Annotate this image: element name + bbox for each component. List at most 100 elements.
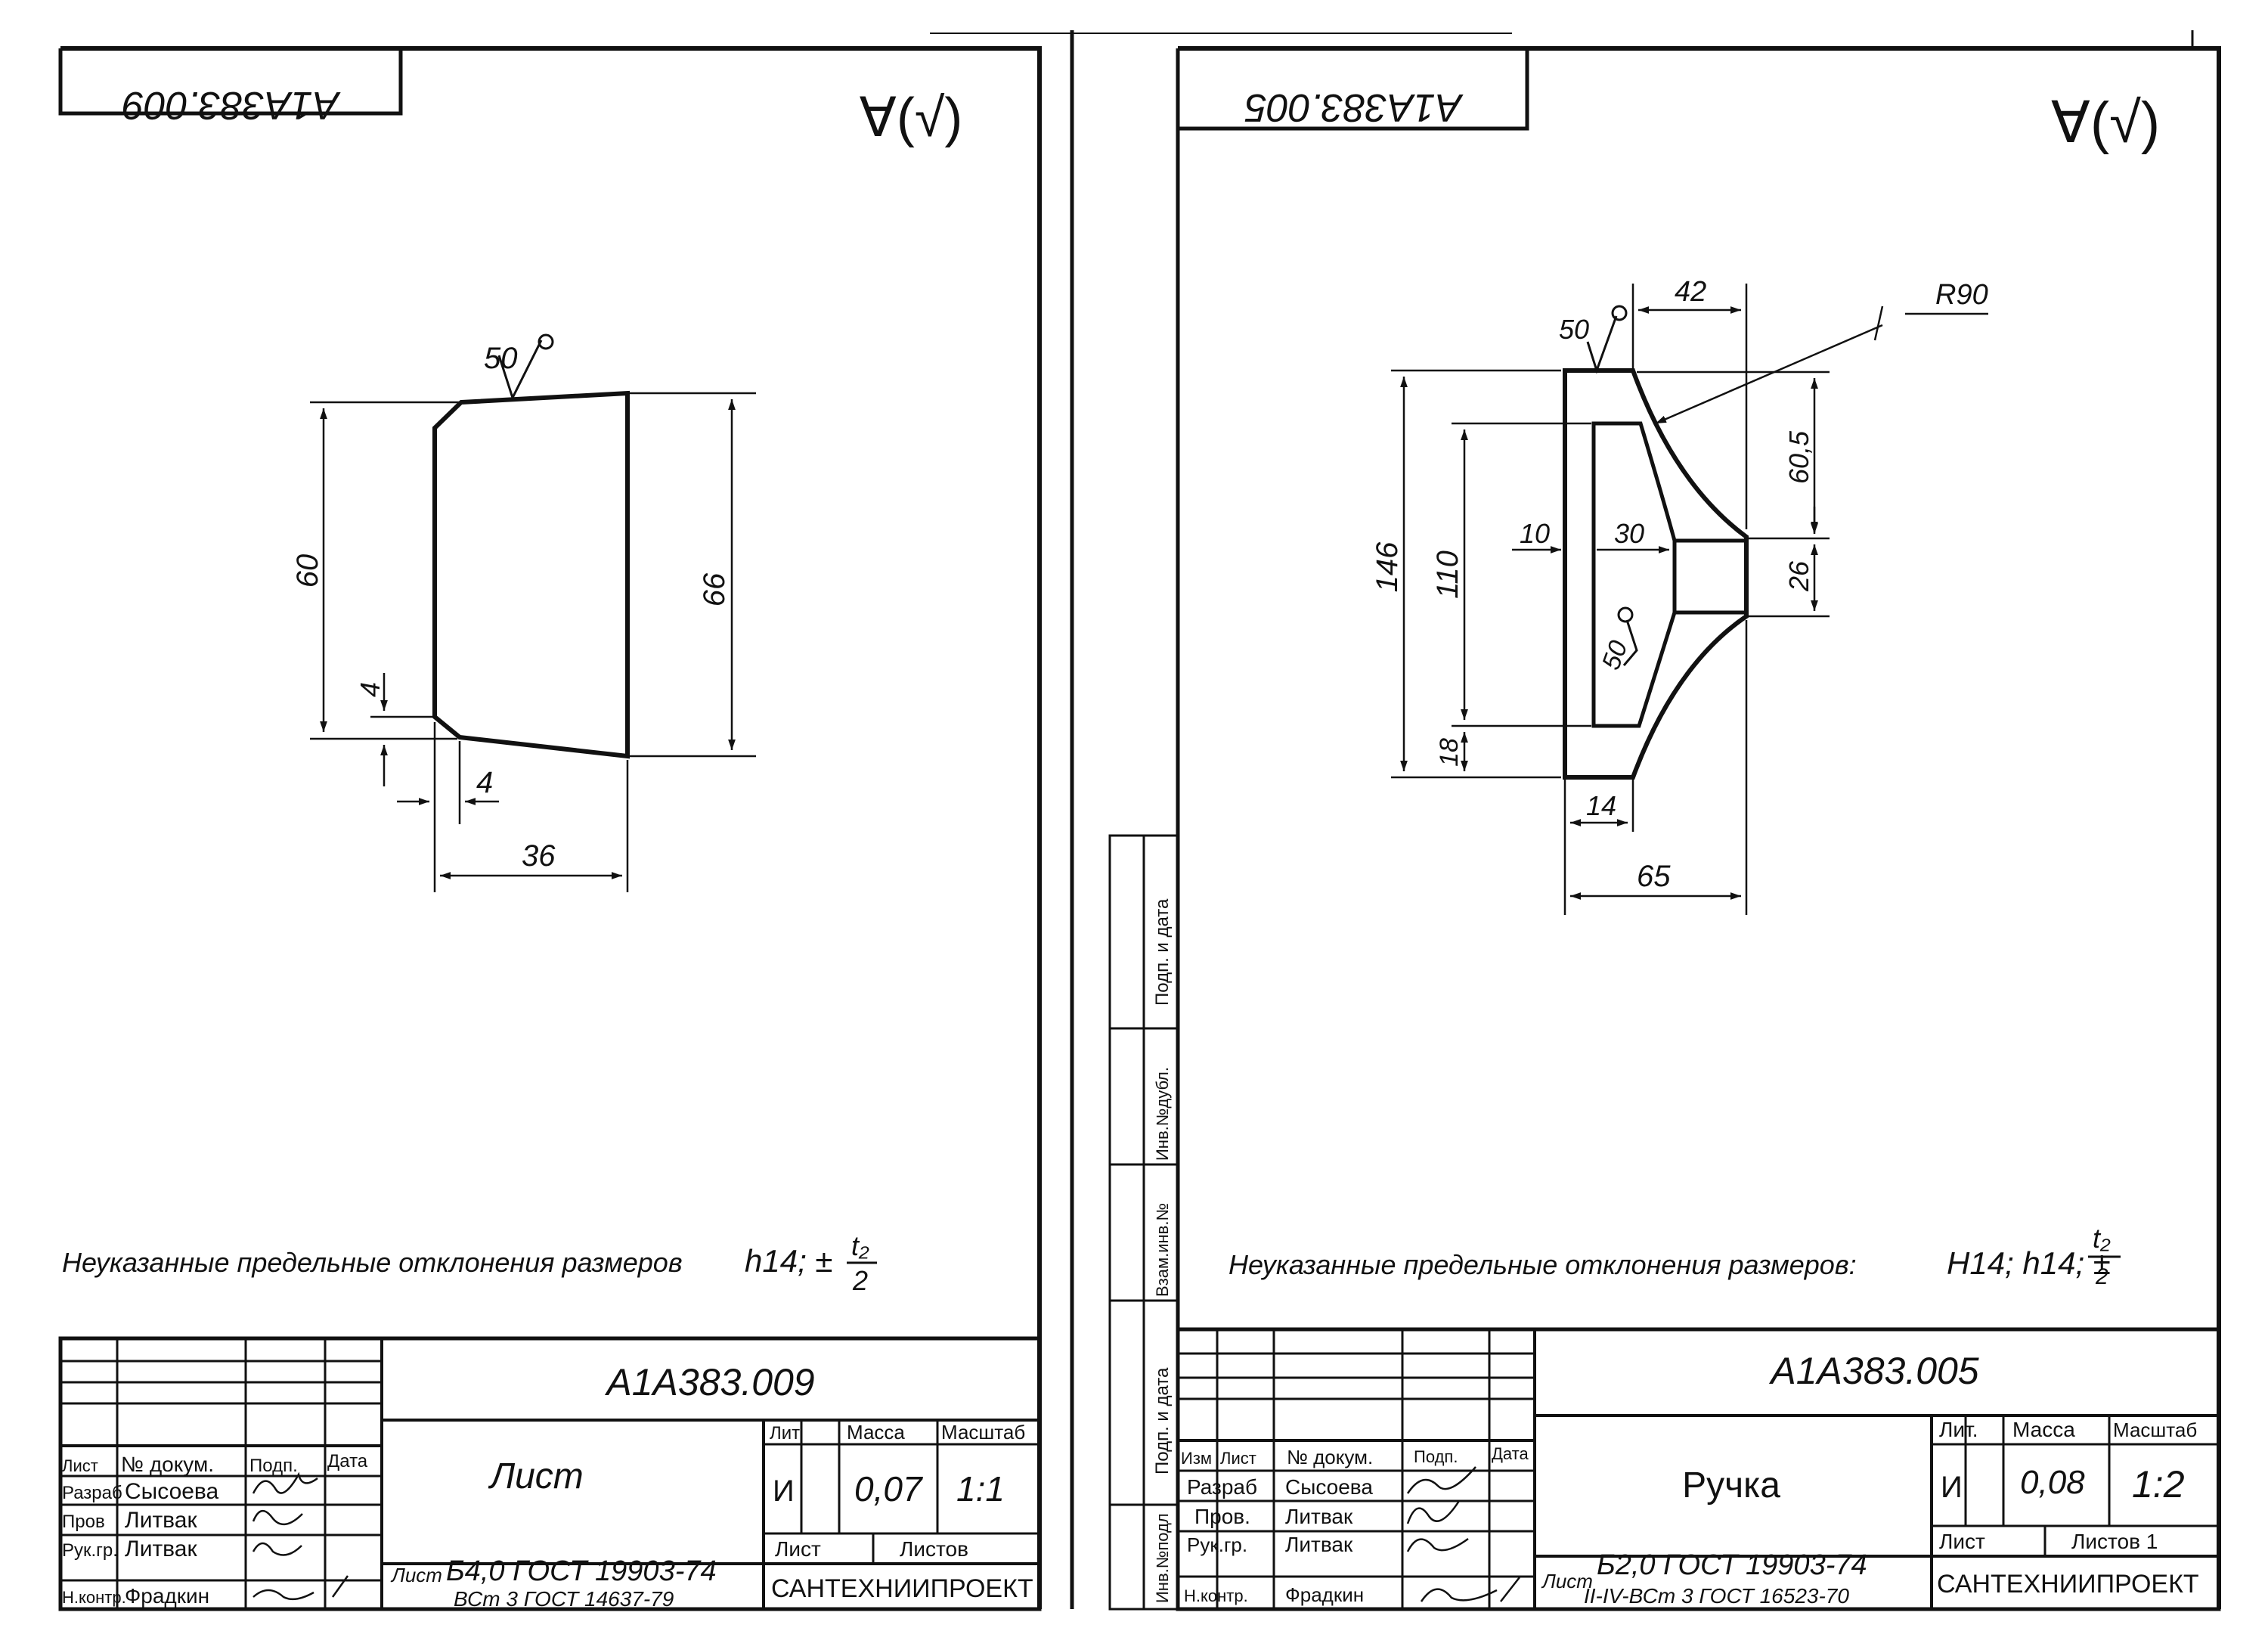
svg-text:Неуказанные предельные отклоне: Неуказанные предельные отклонения размер…: [1228, 1249, 1857, 1280]
svg-text:50: 50: [484, 342, 518, 375]
left-scale: 1:1: [956, 1469, 1005, 1509]
svg-text:Подп. и дата: Подп. и дата: [1152, 1367, 1173, 1475]
svg-text:Дата: Дата: [327, 1451, 368, 1471]
left-roughness-symbol: ∀(√): [860, 88, 963, 148]
right-scale: 1:2: [2132, 1463, 2185, 1506]
right-dim-42: 42: [1631, 276, 1748, 529]
svg-text:60: 60: [291, 554, 324, 588]
svg-text:II-IV-ВСт 3 ГОСТ 16523-70: II-IV-ВСт 3 ГОСТ 16523-70: [1584, 1584, 1849, 1608]
svg-text:Лит.: Лит.: [1939, 1418, 1978, 1441]
svg-text:Пров: Пров: [62, 1512, 105, 1532]
svg-text:Литвак: Литвак: [125, 1508, 197, 1533]
right-dim-18: 18: [1435, 732, 1468, 771]
svg-text:H14; h14; ±: H14; h14; ±: [1947, 1245, 2111, 1281]
right-part-outline: [1563, 368, 1749, 780]
svg-text:Лит: Лит: [770, 1423, 800, 1443]
svg-text:4: 4: [355, 682, 386, 697]
right-doc-number: A1A383.005: [1768, 1350, 1978, 1392]
right-side-strip: Инв.№подл Подп. и дата Взам.инв.№ Инв.№д…: [1108, 834, 1179, 1611]
svg-text:Изм: Изм: [1181, 1449, 1212, 1468]
left-stamp-box: [58, 48, 403, 116]
svg-text:30: 30: [1614, 518, 1644, 549]
svg-text:И: И: [1941, 1471, 1963, 1504]
left-sheet: A1A383.009 ∀(√) 50 60 66: [58, 46, 1042, 1611]
svg-text:Литвак: Литвак: [1285, 1533, 1353, 1556]
svg-text:Лист: Лист: [1939, 1530, 1985, 1553]
svg-text:Лист: Лист: [1541, 1570, 1593, 1592]
left-organization: САНТЕХНИИПРОЕКТ: [771, 1574, 1033, 1603]
right-roughness-mark-inner: 50: [1597, 606, 1638, 674]
svg-text:Н.контр.: Н.контр.: [1184, 1586, 1248, 1605]
left-part-name: Лист: [488, 1456, 584, 1496]
right-mirrored-stamp: A1A383.005: [1244, 85, 1464, 129]
svg-text:18: 18: [1435, 738, 1464, 767]
left-dim-chamfer-h: 4: [397, 722, 499, 824]
svg-text:Сысоева: Сысоева: [1285, 1475, 1373, 1499]
svg-text:36: 36: [522, 839, 556, 873]
left-title-block-text: A1A383.009 Лист Лит Масса Масштаб И 0,07…: [62, 1361, 1033, 1611]
left-title-block: [58, 1336, 1042, 1611]
svg-text:Б2,0 ГОСТ 19903-74: Б2,0 ГОСТ 19903-74: [1597, 1549, 1867, 1581]
svg-text:66: 66: [698, 572, 731, 606]
right-tolerance-note: Неуказанные предельные отклонения размер…: [1228, 1223, 2121, 1289]
svg-text:Рук.гр.: Рук.гр.: [62, 1540, 118, 1561]
left-mass: 0,07: [854, 1469, 923, 1509]
right-mass: 0,08: [2020, 1464, 2085, 1501]
svg-text:Подп.: Подп.: [249, 1456, 298, 1476]
right-frame: [1178, 46, 2221, 1609]
svg-text:Инв.№дубл.: Инв.№дубл.: [1153, 1067, 1172, 1161]
svg-text:Масса: Масса: [2012, 1418, 2075, 1441]
right-title-block-text: A1A383.005 Ручка Лит. Масса Масштаб И 0,…: [1181, 1350, 2199, 1608]
right-dim-146: 146: [1371, 369, 1561, 779]
right-signatures: [1406, 1466, 1520, 1602]
right-dim-30: 30: [1597, 518, 1669, 554]
right-dim-110: 110: [1431, 422, 1591, 727]
left-dim-chamfer-v: 4: [355, 673, 435, 786]
svg-text:4: 4: [476, 766, 493, 799]
svg-text:65: 65: [1637, 860, 1671, 893]
svg-text:14: 14: [1586, 790, 1616, 821]
svg-text:И: И: [773, 1475, 795, 1508]
svg-text:Дата: Дата: [1492, 1444, 1529, 1463]
svg-text:Лист: Лист: [390, 1564, 442, 1586]
left-part-outline: [432, 390, 630, 759]
right-roughness-symbol: ∀(√): [2051, 91, 2160, 155]
left-dim-60: 60: [291, 401, 460, 740]
svg-text:50: 50: [1597, 637, 1634, 674]
svg-text:Рук.гр.: Рук.гр.: [1187, 1533, 1247, 1556]
svg-text:10: 10: [1520, 518, 1550, 549]
svg-text:Подп. и дата: Подп. и дата: [1152, 898, 1173, 1006]
svg-text:t₂: t₂: [2093, 1223, 2111, 1254]
right-dim-26: 26: [1748, 507, 1830, 618]
svg-text:Разраб: Разраб: [62, 1483, 122, 1503]
svg-text:Подп.: Подп.: [1414, 1447, 1458, 1466]
svg-text:№ докум.: № докум.: [1287, 1446, 1373, 1468]
right-dim-10: 10: [1512, 518, 1561, 554]
svg-text:Н.контр.: Н.контр.: [62, 1588, 126, 1607]
right-title-block: [1176, 1327, 2221, 1611]
left-dim-36: 36: [433, 760, 629, 892]
svg-text:Масштаб: Масштаб: [2113, 1419, 2197, 1441]
svg-text:t₂: t₂: [851, 1230, 869, 1261]
right-part-name: Ручка: [1682, 1465, 1780, 1506]
left-mirrored-stamp: A1A383.009: [122, 83, 341, 127]
svg-text:R90: R90: [1935, 279, 1988, 311]
left-frame: [60, 46, 1042, 1609]
svg-text:Листов: Листов: [900, 1537, 968, 1561]
svg-text:110: 110: [1431, 550, 1464, 599]
svg-text:2: 2: [2095, 1264, 2108, 1289]
svg-text:Б4,0 ГОСТ 19903-74: Б4,0 ГОСТ 19903-74: [446, 1555, 717, 1587]
svg-text:ВСт 3 ГОСТ 14637-79: ВСт 3 ГОСТ 14637-79: [454, 1587, 674, 1611]
svg-text:Фрадкин: Фрадкин: [125, 1584, 209, 1608]
svg-text:Лист: Лист: [775, 1537, 821, 1561]
svg-text:Лист: Лист: [62, 1456, 98, 1475]
svg-text:Пров.: Пров.: [1194, 1505, 1250, 1528]
left-doc-number: A1A383.009: [604, 1361, 814, 1403]
svg-text:Лист: Лист: [1220, 1449, 1256, 1468]
svg-text:Неуказанные предельные отклоне: Неуказанные предельные отклонения размер…: [62, 1247, 683, 1278]
svg-text:Фрадкин: Фрадкин: [1285, 1583, 1364, 1606]
svg-text:60,5: 60,5: [1783, 430, 1814, 484]
svg-text:50: 50: [1559, 314, 1589, 345]
svg-text:26: 26: [1783, 560, 1814, 592]
svg-text:Разраб: Разраб: [1187, 1475, 1257, 1499]
